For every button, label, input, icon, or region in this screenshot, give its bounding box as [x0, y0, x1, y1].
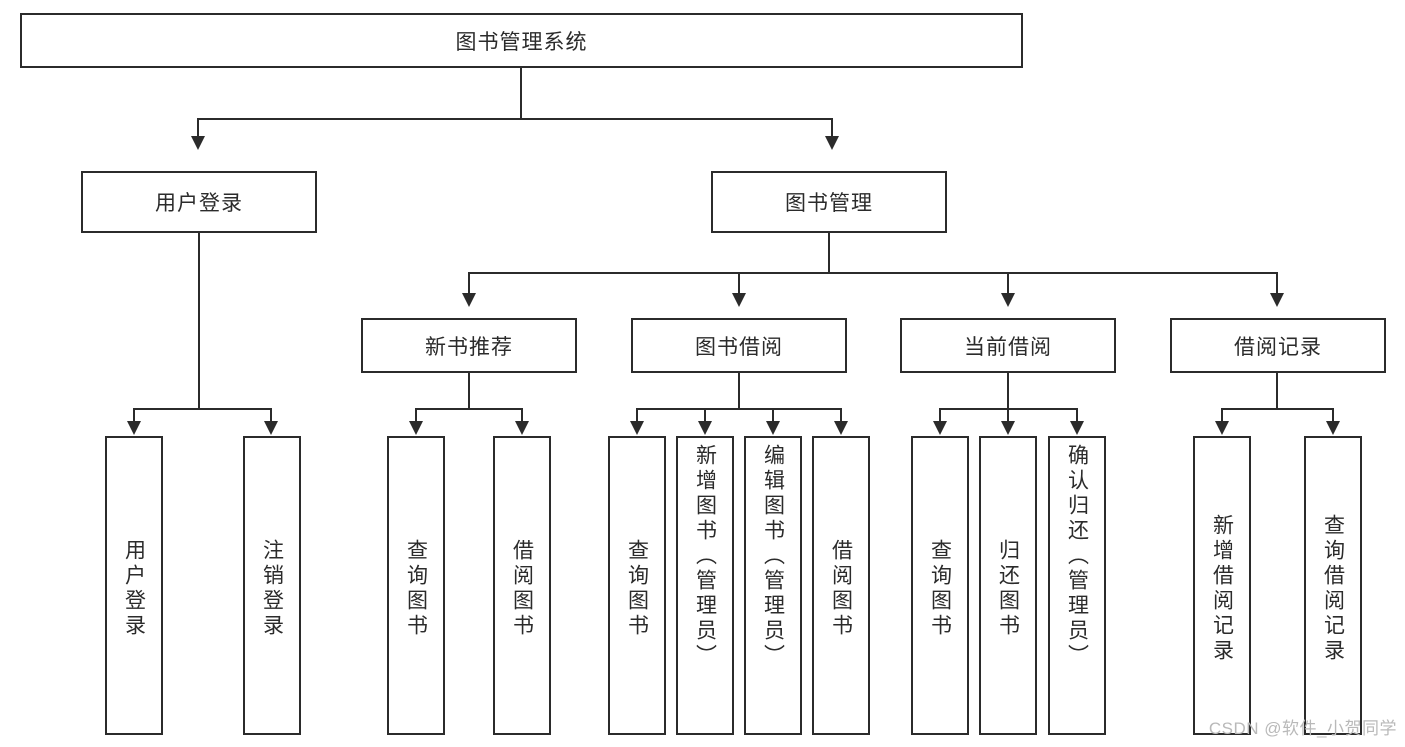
- leaf-book-borrow-1-label: 新增图书（管理员）: [693, 444, 717, 669]
- leaf-user-login-1-label: 注销登录: [260, 538, 284, 639]
- leaf-book-borrow-2-label: 编辑图书（管理员）: [761, 444, 785, 669]
- leaf-current-borrow-0[interactable]: 查询图书: [911, 436, 969, 735]
- connector-user-login-leaf-1: [133, 408, 135, 424]
- arrow-to-borrow-record: [1270, 293, 1284, 307]
- leaf-book-borrow-3[interactable]: 借阅图书: [812, 436, 870, 735]
- leaf-borrow-record-1-label: 查询借阅记录: [1321, 513, 1345, 664]
- leaf-new-book-1[interactable]: 借阅图书: [493, 436, 551, 735]
- leaf-user-login-0-label: 用户登录: [122, 538, 146, 639]
- node-user-login[interactable]: 用户登录: [81, 171, 317, 233]
- arrow-to-current-borrow: [1001, 293, 1015, 307]
- node-user-login-label: 用户登录: [155, 192, 243, 215]
- node-borrow-record-label: 借阅记录: [1234, 335, 1322, 359]
- arrow-root-to-book-manage: [825, 136, 839, 150]
- connector-user-login-leaf-2: [270, 408, 272, 424]
- leaf-borrow-record-0-label: 新增借阅记录: [1210, 513, 1234, 664]
- arrow-borrow-record-leaf-2: [1326, 421, 1340, 435]
- arrow-new-book-leaf-2: [515, 421, 529, 435]
- connector-new-book-stem: [468, 373, 470, 409]
- leaf-book-borrow-1[interactable]: 新增图书（管理员）: [676, 436, 734, 735]
- leaf-book-borrow-0[interactable]: 查询图书: [608, 436, 666, 735]
- node-book-manage[interactable]: 图书管理: [711, 171, 947, 233]
- node-current-borrow-label: 当前借阅: [964, 335, 1052, 359]
- node-new-book-recommend-label: 新书推荐: [425, 335, 513, 359]
- connector-current-borrow-leaf-3: [1076, 408, 1078, 424]
- connector-user-login-stem: [198, 233, 200, 409]
- arrow-current-borrow-leaf-3: [1070, 421, 1084, 435]
- connector-new-book-leaf-2: [521, 408, 523, 424]
- connector-root-to-book-manage: [831, 118, 833, 140]
- arrow-user-login-leaf-2: [264, 421, 278, 435]
- leaf-new-book-0[interactable]: 查询图书: [387, 436, 445, 735]
- arrow-current-borrow-leaf-2: [1001, 421, 1015, 435]
- arrow-root-to-user-login: [191, 136, 205, 150]
- connector-borrow-record-stem: [1276, 373, 1278, 409]
- connector-book-borrow-leaf-2: [704, 408, 706, 424]
- arrow-book-borrow-leaf-1: [630, 421, 644, 435]
- connector-to-new-book: [468, 272, 470, 296]
- leaf-book-borrow-0-label: 查询图书: [625, 538, 649, 639]
- leaf-current-borrow-1-label: 归还图书: [996, 538, 1020, 639]
- connector-current-borrow-leaf-2: [1007, 408, 1009, 424]
- leaf-borrow-record-0[interactable]: 新增借阅记录: [1193, 436, 1251, 735]
- leaf-current-borrow-0-label: 查询图书: [928, 538, 952, 639]
- arrow-current-borrow-leaf-1: [933, 421, 947, 435]
- node-book-borrow[interactable]: 图书借阅: [631, 318, 847, 373]
- node-book-borrow-label: 图书借阅: [695, 335, 783, 359]
- connector-borrow-record-leaf-1: [1221, 408, 1223, 424]
- arrow-to-book-borrow: [732, 293, 746, 307]
- arrow-new-book-leaf-1: [409, 421, 423, 435]
- connector-borrow-record-leaf-2: [1332, 408, 1334, 424]
- connector-book-borrow-leaf-3: [772, 408, 774, 424]
- leaf-new-book-0-label: 查询图书: [404, 538, 428, 639]
- connector-book-borrow-bus: [636, 408, 841, 410]
- leaf-current-borrow-1[interactable]: 归还图书: [979, 436, 1037, 735]
- node-current-borrow[interactable]: 当前借阅: [900, 318, 1116, 373]
- connector-current-borrow-stem: [1007, 373, 1009, 409]
- connector-user-login-bus: [133, 408, 271, 410]
- connector-new-book-leaf-1: [415, 408, 417, 424]
- connector-book-borrow-stem: [738, 373, 740, 409]
- node-root-label: 图书管理系统: [455, 30, 588, 54]
- connector-to-borrow-record: [1276, 272, 1278, 296]
- leaf-book-borrow-2[interactable]: 编辑图书（管理员）: [744, 436, 802, 735]
- leaf-new-book-1-label: 借阅图书: [510, 538, 534, 639]
- connector-book-borrow-leaf-4: [840, 408, 842, 424]
- connector-borrow-record-bus: [1221, 408, 1333, 410]
- leaf-user-login-1[interactable]: 注销登录: [243, 436, 301, 735]
- connector-book-manage-stem: [828, 233, 830, 273]
- connector-root-stem: [520, 68, 522, 119]
- arrow-to-new-book: [462, 293, 476, 307]
- connector-to-current-borrow: [1007, 272, 1009, 296]
- leaf-current-borrow-2-label: 确认归还（管理员）: [1065, 444, 1089, 669]
- leaf-borrow-record-1[interactable]: 查询借阅记录: [1304, 436, 1362, 735]
- leaf-book-borrow-3-label: 借阅图书: [829, 538, 853, 639]
- connector-book-borrow-leaf-1: [636, 408, 638, 424]
- arrow-book-borrow-leaf-4: [834, 421, 848, 435]
- connector-root-to-user-login: [197, 118, 199, 140]
- connector-new-book-bus: [415, 408, 522, 410]
- arrow-book-borrow-leaf-3: [766, 421, 780, 435]
- connector-to-book-borrow: [738, 272, 740, 296]
- node-book-manage-label: 图书管理: [785, 192, 873, 215]
- node-new-book-recommend[interactable]: 新书推荐: [361, 318, 577, 373]
- leaf-current-borrow-2[interactable]: 确认归还（管理员）: [1048, 436, 1106, 735]
- arrow-user-login-leaf-1: [127, 421, 141, 435]
- arrow-borrow-record-leaf-1: [1215, 421, 1229, 435]
- watermark-text: CSDN @软件_小贺同学: [1208, 719, 1397, 738]
- connector-root-bus: [197, 118, 833, 120]
- node-borrow-record[interactable]: 借阅记录: [1170, 318, 1386, 373]
- node-root[interactable]: 图书管理系统: [20, 13, 1023, 68]
- leaf-user-login-0[interactable]: 用户登录: [105, 436, 163, 735]
- arrow-book-borrow-leaf-2: [698, 421, 712, 435]
- connector-level3-bus: [468, 272, 1277, 274]
- connector-current-borrow-leaf-1: [939, 408, 941, 424]
